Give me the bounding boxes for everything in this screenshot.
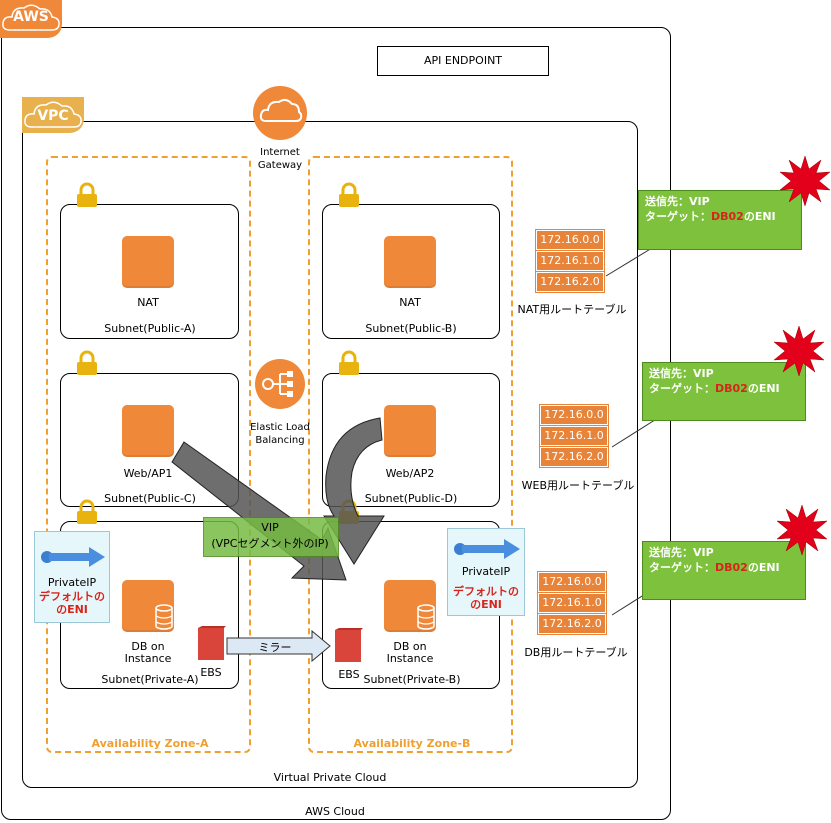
elb-label-2: Balancing [255,435,305,446]
nat-instance-icon [122,236,174,288]
note-3-line2: ターゲット：DB02のENI [649,561,780,574]
api-endpoint-label: API ENDPOINT [423,54,503,67]
aws-cloud-container [1,27,671,820]
vpc-badge-label: VPC [37,108,69,124]
availability-zone-b [308,156,513,753]
callout-note: 送信先：VIP ターゲット：DB02のENI [642,362,806,421]
nat-route-row: 172.16.0.0 [535,229,605,251]
aws-badge-label: AWS [13,9,49,25]
database-icon [155,604,173,630]
web-route-row: 172.16.2.0 [539,446,609,468]
subnet-public-c [60,373,239,507]
db-route-row: 172.16.2.0 [537,613,607,635]
eni-a-line1: デフォルトの [39,590,105,603]
lock-icon [339,182,359,207]
availability-zone-b-label: Availability Zone-B [353,737,471,750]
web-route-row: 172.16.0.0 [539,404,609,426]
callout-note: 送信先：VIP ターゲット：DB02のENI [642,541,806,600]
eni-b-ip: PrivateIP [461,565,511,578]
elastic-load-balancer: Elastic Load Balancing [250,358,310,448]
aws-cloud-label: AWS Cloud [305,805,365,818]
note-2-line1: 送信先：VIP [649,367,714,380]
lock-icon [77,350,97,375]
vpc-badge: VPC [22,97,84,133]
traffic-arrow [323,417,385,565]
mirror-label: ミラー [258,641,292,654]
availability-zone-a [46,156,251,753]
ebs-b-label: EBS [338,668,360,681]
vip-band [203,517,339,557]
network-interface-icon [454,539,520,559]
subnet-public-b-label: Subnet(Public-B) [365,322,457,335]
db-route-table-caption: DB用ルートテーブル [524,646,628,659]
db-a-label-1: DB on [131,640,165,653]
lock-icon [77,182,97,207]
elb-label-1: Elastic Load [250,422,310,433]
availability-zone-a-label: Availability Zone-A [91,737,209,750]
ebs-volume-icon [335,628,363,662]
eni-b-line1: デフォルトの [453,585,519,598]
subnet-public-c-label: Subnet(Public-C) [104,492,196,505]
eni-b-line2: のENI [470,598,502,611]
internet-gateway-icon [253,86,307,140]
note-3-line1: 送信先：VIP [649,546,714,559]
network-interface-icon [41,547,105,567]
subnet-private-a-label: Subnet(Private-A) [101,673,199,686]
note-1-line2: ターゲット：DB02のENI [645,210,776,223]
db-instance-icon [384,580,436,632]
internet-gateway: Internet Gateway [252,85,308,175]
subnet-public-d [322,373,500,507]
nat-instance-icon [384,236,436,288]
db-b-label-1: DB on [393,640,427,653]
web-ap2-label: Web/AP2 [385,467,435,480]
nat-route-row: 172.16.2.0 [535,271,605,293]
db-route-row: 172.16.0.0 [537,571,607,593]
mirror-arrow [226,630,331,662]
cloud-icon [2,4,60,31]
subnet-private-b-label: Subnet(Private-B) [363,673,461,686]
web-ap2-instance-icon [384,405,436,457]
lock-icon [77,499,97,524]
nat-instance-label: NAT [137,296,159,309]
db-instance-icon [122,580,174,632]
db-a-label-2: Instance [124,652,172,665]
note-1-line1: 送信先：VIP [645,195,710,208]
web-route-row: 172.16.1.0 [539,425,609,447]
web-ap1-label: Web/AP1 [123,467,173,480]
nat-instance-label: NAT [399,296,421,309]
aws-badge: AWS [0,0,62,38]
note-2-line2: ターゲット：DB02のENI [649,382,780,395]
eni-card-b: PrivateIP デフォルトの のENI [447,528,525,616]
ebs-a-label: EBS [200,666,222,679]
web-route-table-caption: WEB用ルートテーブル [521,479,635,492]
eni-a-line2: のENI [56,603,88,616]
api-endpoint: API ENDPOINT [377,46,549,76]
internet-gateway-label-1: Internet [260,147,300,158]
ebs-volume-icon [198,626,226,660]
subnet-public-a-label: Subnet(Public-A) [104,322,196,335]
db-route-row: 172.16.1.0 [537,592,607,614]
internet-gateway-label-2: Gateway [257,160,303,171]
vpc-container [22,121,638,788]
alert-burst-icon [776,504,828,556]
web-ap1-instance-icon [122,405,174,457]
db-b-label-2: Instance [386,652,434,665]
nat-route-table-caption: NAT用ルートテーブル [517,303,627,316]
callout-note: 送信先：VIP ターゲット：DB02のENI [638,190,802,250]
eni-card-a: PrivateIP デフォルトの のENI [34,531,110,623]
vip-label-2: (VPCセグメント外のIP) [211,537,329,550]
database-icon [417,604,435,630]
lock-icon [339,350,359,375]
nat-route-row: 172.16.1.0 [535,250,605,272]
cloud-icon [24,101,82,128]
alert-burst-icon [779,155,831,207]
alert-burst-icon [773,325,825,377]
eni-a-ip: PrivateIP [47,576,97,589]
subnet-public-b [322,204,500,339]
vpc-label: Virtual Private Cloud [273,771,387,784]
load-balancer-icon [255,359,305,409]
vip-label-1: VIP [261,521,279,534]
subnet-public-d-label: Subnet(Public-D) [364,492,458,505]
subnet-public-a [60,204,239,339]
